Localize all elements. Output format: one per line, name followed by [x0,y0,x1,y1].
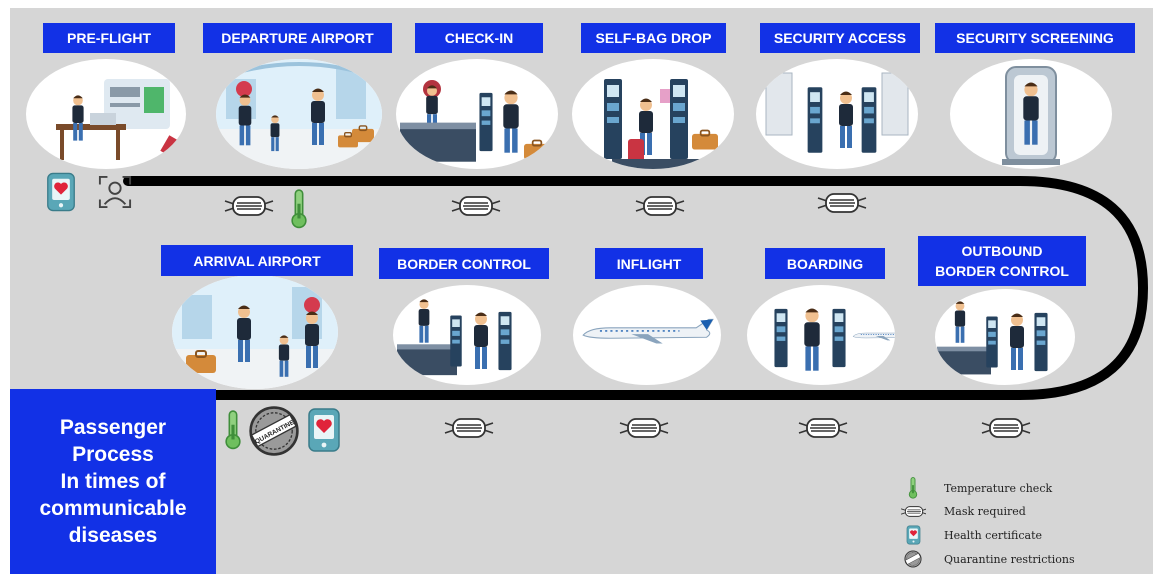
mask-icon [450,195,502,217]
stage-label-boarding: BOARDING [765,248,885,279]
stage-label-check-in: CHECK-IN [415,23,543,53]
inflight-scene [582,318,714,345]
stage-label-arrival-airport: ARRIVAL AIRPORT [161,245,353,276]
arrival-airport-scene [172,275,338,389]
mask-icon [443,417,495,439]
quarantine-stamp-icon [900,549,926,569]
face-scan-icon [98,175,132,209]
mask-icon [900,501,926,521]
thermometer-icon [224,410,242,450]
border-control-scene [397,299,512,376]
stage-label-inflight: INFLIGHT [595,248,703,279]
quarantine-stamp-icon: QUARANTINE [248,405,300,457]
mask-icon [797,417,849,439]
mask-icon [816,192,868,214]
stage-label-security-access: SECURITY ACCESS [760,23,920,53]
security-access-illustration [756,59,918,169]
boarding-illustration [747,285,895,385]
border-control-illustration [393,285,541,385]
stage-label-departure-airport: DEPARTURE AIRPORT [203,23,392,53]
pre-flight-illustration [26,59,186,169]
security-access-scene [765,72,909,153]
outbound-border-control-scene [937,301,1048,375]
boarding-scene [774,308,895,371]
departure-airport-illustration [216,59,382,169]
inflight-illustration [573,285,721,385]
self-bag-drop-scene [604,79,718,169]
thermometer-icon [900,477,926,499]
passenger-process-diagram: PRE-FLIGHT DEPARTURE AIRPORT CHECK-IN [10,8,1153,574]
security-screening-illustration [950,59,1112,169]
departure-airport-scene [216,59,382,169]
mask-icon [980,417,1032,439]
mask-icon [618,417,670,439]
legend-label-temperature: Temperature check [944,481,1053,495]
outbound-border-control-illustration [935,289,1075,385]
mask-icon [223,195,275,217]
legend-label-health: Health certificate [944,528,1043,542]
thermometer-icon [290,189,308,229]
legend-item-temperature: Temperature check [900,477,1053,499]
check-in-scene [400,80,550,162]
check-in-illustration [396,59,558,169]
health-certificate-icon [307,406,341,454]
health-certificate-icon [46,170,76,214]
legend-item-mask: Mask required [900,501,1026,521]
security-screening-scene [1002,66,1060,165]
stage-label-pre-flight: PRE-FLIGHT [43,23,175,53]
self-bag-drop-illustration [572,59,734,169]
stage-label-security-screening: SECURITY SCREENING [935,23,1135,53]
process-path [123,176,1149,400]
legend-item-quarantine: Quarantine restrictions [900,549,1075,569]
stage-label-self-bag-drop: SELF-BAG DROP [581,23,726,53]
legend-label-mask: Mask required [944,504,1026,518]
pre-flight-scene [56,79,180,160]
legend-item-health: Health certificate [900,525,1042,545]
legend-label-quarantine: Quarantine restrictions [944,552,1075,566]
stage-label-border-control: BORDER CONTROL [379,248,549,279]
arrival-airport-illustration [172,275,338,389]
mask-icon [634,195,686,217]
passenger-process-title-panel: Passenger Process In times of communicab… [10,389,216,574]
health-certificate-icon [900,525,926,545]
stage-label-outbound-border-control: OUTBOUND BORDER CONTROL [918,236,1086,286]
